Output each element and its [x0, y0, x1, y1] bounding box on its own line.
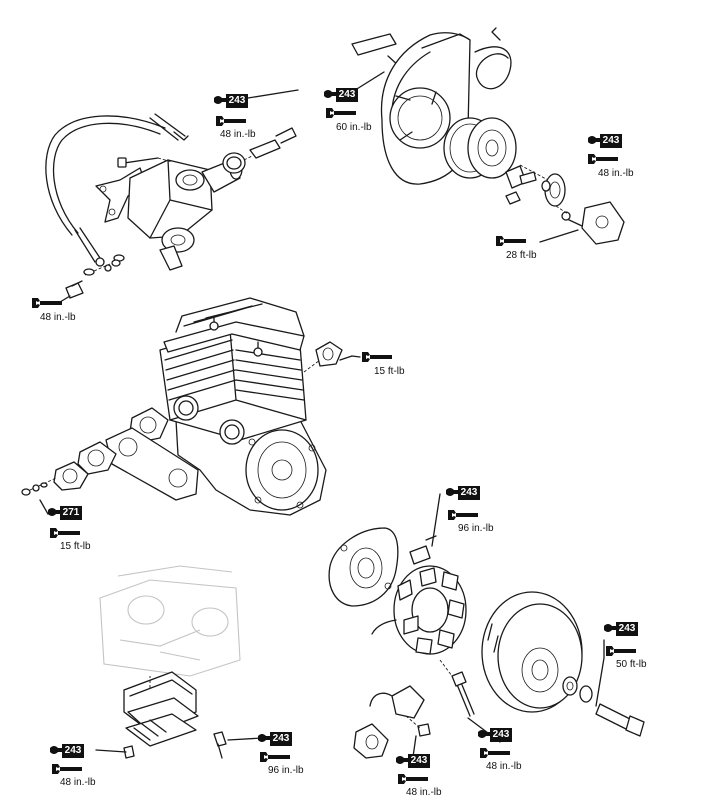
engine-block-assembly	[21, 297, 353, 516]
adhesive-code-badge: 243	[616, 622, 638, 635]
torque-wrench-icon	[398, 774, 428, 784]
callout-torque-12: 243 48 in.-lb	[48, 740, 118, 792]
torque-value: 48 in.-lb	[486, 761, 522, 772]
torque-wrench-icon	[606, 646, 636, 656]
callout-torque-13: 243 48 in.-lb	[394, 750, 464, 802]
recoil-starter-assembly	[351, 27, 625, 245]
callout-torque-11: 243 96 in.-lb	[256, 728, 326, 780]
torque-wrench-icon	[362, 352, 392, 362]
oil-pump-assembly	[45, 113, 297, 299]
torque-wrench-icon	[480, 748, 510, 758]
torque-value: 48 in.-lb	[406, 787, 442, 798]
callout-torque-6: 15 ft-lb	[360, 350, 420, 380]
adhesive-code-badge: 243	[226, 94, 248, 107]
torque-wrench-icon	[326, 108, 356, 118]
torque-wrench-icon	[32, 298, 62, 308]
torque-value: 28 ft-lb	[506, 250, 537, 261]
adhesive-code-badge: 243	[270, 732, 292, 745]
torque-wrench-icon	[216, 116, 246, 126]
torque-value: 96 in.-lb	[268, 765, 304, 776]
callout-torque-8: 243 96 in.-lb	[444, 482, 514, 534]
torque-value: 48 in.-lb	[220, 129, 256, 140]
adhesive-code-badge: 243	[458, 486, 480, 499]
stator-flywheel-assembly	[328, 527, 645, 759]
torque-value: 15 ft-lb	[60, 541, 91, 552]
torque-wrench-icon	[588, 154, 618, 164]
callout-torque-2: 243 60 in.-lb	[322, 84, 392, 136]
torque-wrench-icon	[448, 510, 478, 520]
reed-valve-assembly	[99, 565, 241, 759]
torque-value: 48 in.-lb	[60, 777, 96, 788]
torque-wrench-icon	[52, 764, 82, 774]
adhesive-code-badge: 243	[490, 728, 512, 741]
callout-torque-9: 243 50 ft-lb	[602, 618, 672, 670]
torque-value: 60 in.-lb	[336, 122, 372, 133]
callout-torque-10: 243 48 in.-lb	[476, 724, 546, 776]
callout-torque-3: 243 48 in.-lb	[586, 130, 656, 182]
torque-value: 48 in.-lb	[598, 168, 634, 179]
adhesive-code-badge: 243	[336, 88, 358, 101]
adhesive-code-badge: 243	[600, 134, 622, 147]
adhesive-code-badge: 271	[60, 506, 82, 519]
callout-torque-7: 271 15 ft-lb	[46, 502, 116, 554]
callout-torque-5: 48 in.-lb	[30, 296, 90, 326]
torque-value: 48 in.-lb	[40, 312, 76, 323]
torque-value: 96 in.-lb	[458, 523, 494, 534]
leader-lines	[39, 71, 605, 765]
adhesive-code-badge: 243	[408, 754, 430, 767]
torque-wrench-icon	[260, 752, 290, 762]
callout-torque-4: 28 ft-lb	[494, 234, 554, 264]
callout-torque-1: 243 48 in.-lb	[212, 90, 282, 142]
adhesive-code-badge: 243	[62, 744, 84, 757]
torque-wrench-icon	[50, 528, 80, 538]
torque-value: 15 ft-lb	[374, 366, 405, 377]
torque-wrench-icon	[496, 236, 526, 246]
torque-value: 50 ft-lb	[616, 659, 647, 670]
